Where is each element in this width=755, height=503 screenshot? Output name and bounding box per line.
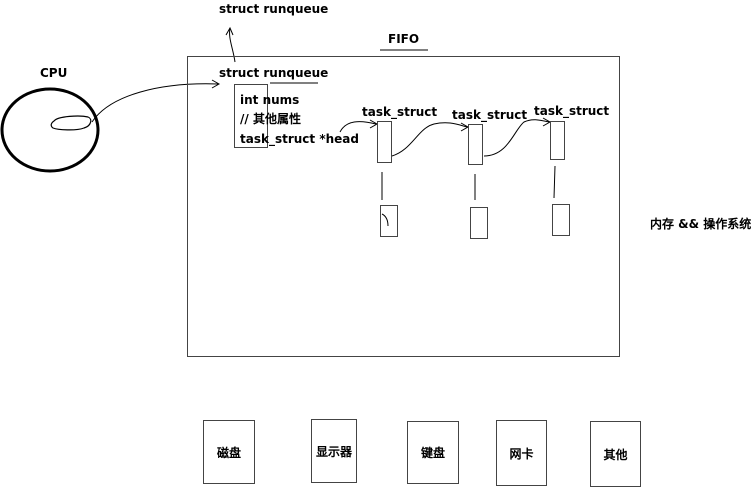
- fifo-label: FIFO: [388, 32, 420, 46]
- arrow-head-to-task1: [339, 121, 377, 133]
- device-display: 显示器: [311, 419, 357, 483]
- arrow-task1-to-task2: [391, 122, 468, 157]
- task-struct-label-3: task_struct: [534, 104, 610, 118]
- cpu-register: [50, 115, 92, 131]
- top-runqueue-label: struct runqueue: [219, 2, 329, 16]
- device-keyboard: 键盘: [407, 421, 459, 484]
- arrow-task2-to-task3: [483, 119, 550, 157]
- arrow-up-to-top-runqueue: [229, 27, 236, 63]
- field-head: task_struct *head: [240, 132, 359, 146]
- device-disk: 磁盘: [203, 420, 255, 484]
- runqueue-struct-box: [234, 84, 268, 148]
- cpu-circle: [0, 87, 100, 173]
- arrow-cpu-to-runqueue: [91, 83, 219, 123]
- task-struct-label-2: task_struct: [452, 108, 528, 122]
- code-data-box-2: [470, 207, 488, 239]
- runqueue-label: struct runqueue: [219, 66, 329, 80]
- code-data-box-3: [552, 204, 570, 236]
- code-data-box-1: [380, 205, 398, 237]
- memory-os-label: 内存 && 操作系统: [650, 217, 752, 231]
- task-struct-box-3: [550, 121, 565, 160]
- task-struct-label-1: task_struct: [362, 105, 438, 119]
- device-nic: 网卡: [496, 420, 547, 486]
- field-nums: int nums: [240, 93, 300, 107]
- task-struct-box-1: [377, 121, 392, 163]
- task-struct-box-2: [468, 124, 483, 165]
- device-other: 其他: [590, 421, 641, 487]
- memory-os-frame: [187, 56, 620, 357]
- field-other: // 其他属性: [240, 112, 301, 126]
- cpu-label: CPU: [40, 66, 68, 80]
